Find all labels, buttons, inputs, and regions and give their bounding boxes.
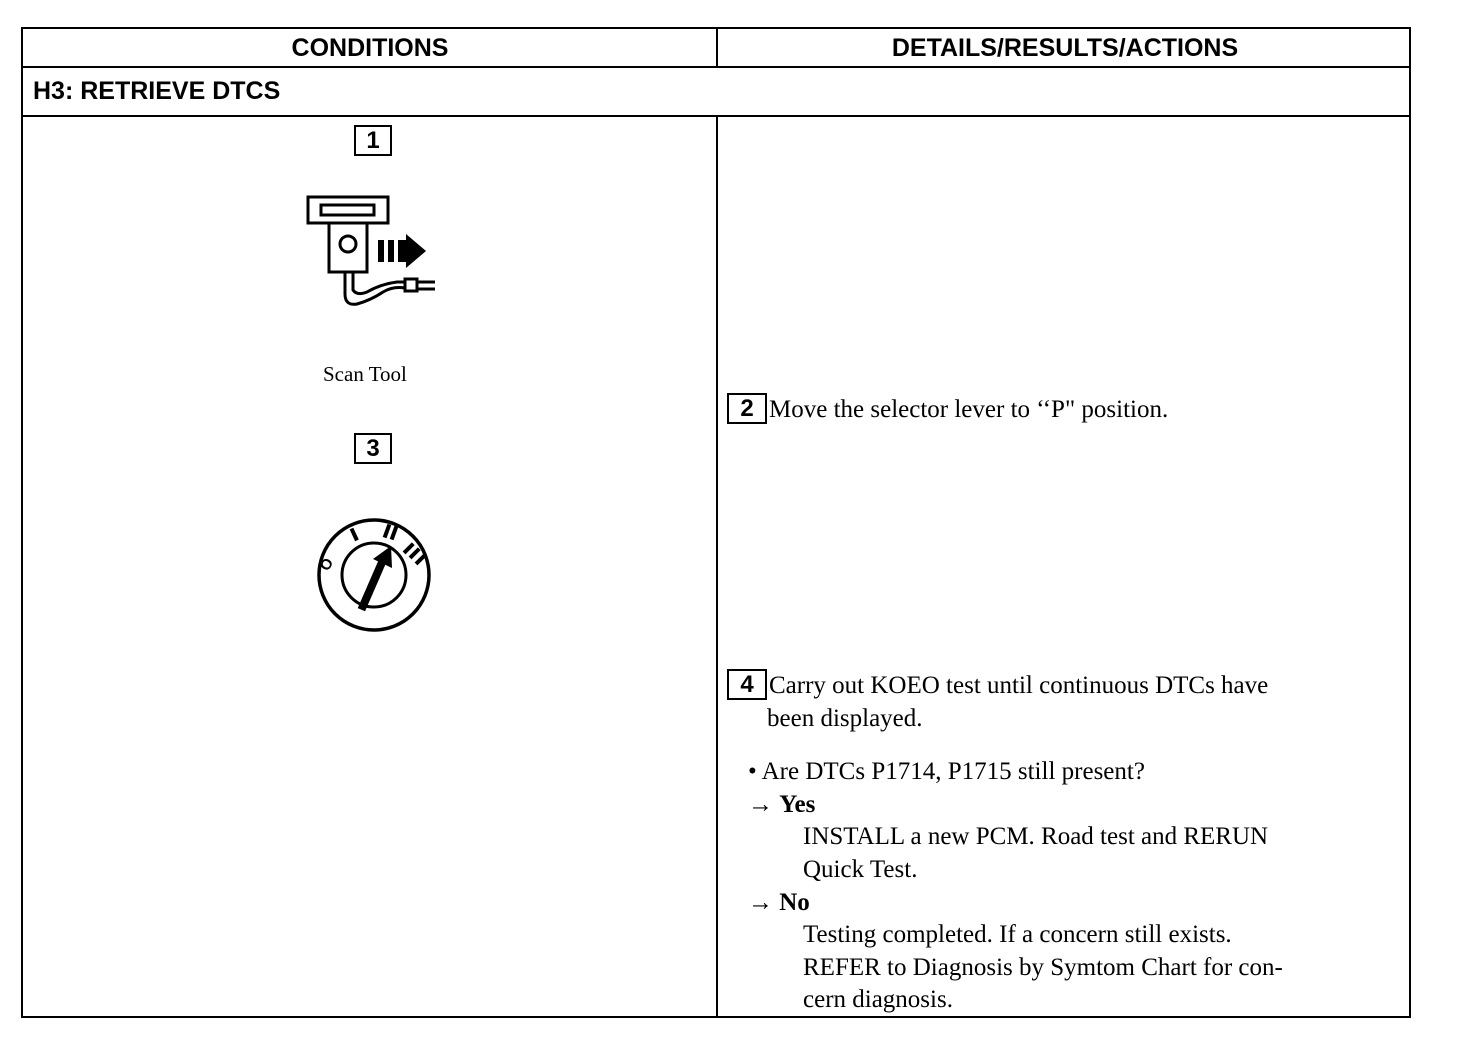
step-2-text: Move the selector lever to ‘‘P" position…: [769, 396, 1169, 423]
section-title: H3: RETRIEVE DTCS: [33, 77, 281, 105]
no-action-line2: REFER to Diagnosis by Symtom Chart for c…: [803, 954, 1283, 981]
step-4-box: 4: [727, 669, 767, 700]
header-column-divider: [716, 29, 718, 68]
no-arrow: →: [748, 889, 773, 916]
no-label: No: [779, 889, 810, 916]
body-column-divider: [716, 117, 718, 1016]
step-3-box: 3: [354, 433, 392, 464]
scan-tool-icon: [306, 195, 435, 306]
yes-arrow: →: [748, 791, 773, 818]
step-2-box: 2: [727, 393, 767, 424]
details-header: DETAILS/RESULTS/ACTIONS: [891, 34, 1239, 62]
yes-label: Yes: [779, 791, 816, 818]
no-action-line1: Testing completed. If a concern still ex…: [803, 921, 1232, 948]
step-4-line1: Carry out KOEO test until continuous DTC…: [769, 672, 1269, 699]
no-branch: → No: [748, 886, 810, 919]
yes-action-line2: Quick Test.: [803, 856, 918, 883]
no-action-line3: cern diagnosis.: [803, 986, 953, 1013]
scan-tool-caption: Scan Tool: [323, 362, 407, 386]
ignition-switch-icon: O: [317, 518, 431, 632]
yes-action-line1: INSTALL a new PCM. Road test and RERUN: [803, 823, 1269, 850]
procedure-table: CONDITIONS DETAILS/RESULTS/ACTIONS H3: R…: [21, 27, 1411, 1018]
step-4-line2: been displayed.: [767, 705, 923, 732]
conditions-header: CONDITIONS: [291, 34, 449, 62]
section-divider: [23, 115, 1409, 117]
step-1-box: 1: [354, 125, 392, 156]
question-bullet: • Are DTCs P1714, P1715 still present?: [748, 758, 1145, 785]
yes-branch: → Yes: [748, 788, 815, 821]
